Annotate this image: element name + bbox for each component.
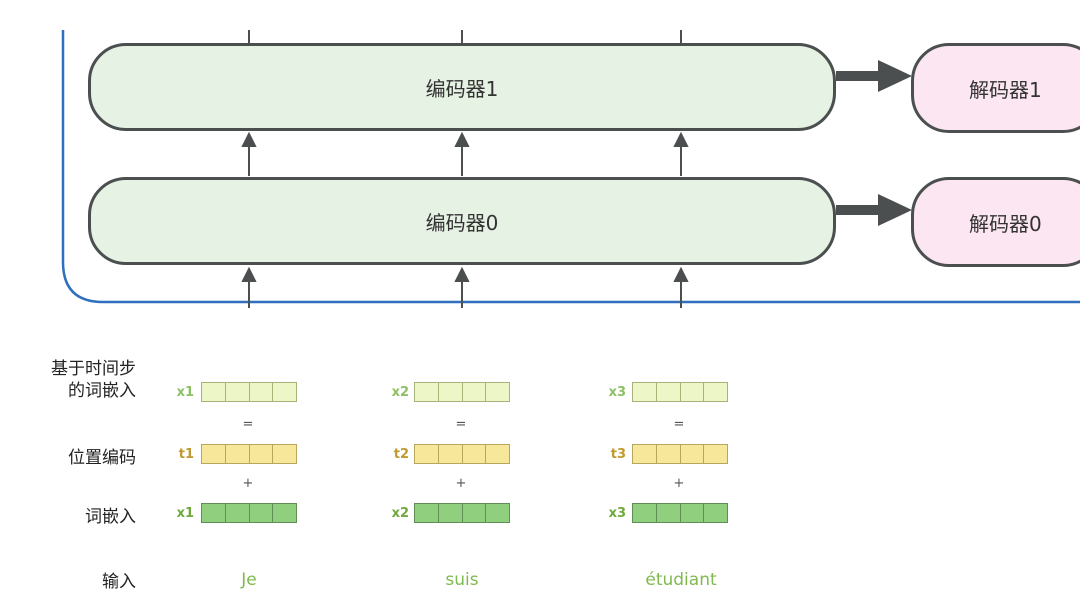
mid-arrows <box>241 131 689 176</box>
col3-time-signal-sub: x3 <box>608 385 626 400</box>
row-label-positional: 位置编码 <box>68 448 136 468</box>
col1-time-signal-vector <box>201 382 297 402</box>
col2-positional-vector <box>414 444 510 464</box>
decoder-0: 解码器0 <box>911 177 1080 267</box>
decoder-1-label: 解码器1 <box>969 77 1042 102</box>
col1-embedding-sub: x1 <box>176 506 194 521</box>
col2-embedding-vector <box>414 503 510 523</box>
col1-input-word: Je <box>241 570 257 590</box>
col2-embedding-sub: x2 <box>391 506 409 521</box>
col1-positional-sub: t1 <box>178 447 194 462</box>
enc-dec-arrows <box>836 60 912 226</box>
decoder-0-label: 解码器0 <box>969 211 1042 236</box>
row-label-embedding: 词嵌入 <box>85 507 136 527</box>
encoder-0-label: 编码器0 <box>425 210 499 235</box>
encoder-stack-frame <box>61 30 1080 304</box>
col2-input-word: suis <box>445 570 479 590</box>
col3-equals: = <box>673 417 685 432</box>
col1-equals: = <box>242 417 254 432</box>
col2-equals: = <box>455 417 467 432</box>
encoder-1-label: 编码器1 <box>425 76 499 101</box>
col3-embedding-sub: x3 <box>608 506 626 521</box>
col1-embedding-vector <box>201 503 297 523</box>
decoder-1: 解码器1 <box>911 43 1080 133</box>
col1-positional-vector <box>201 444 297 464</box>
row-label-time-signal: 基于时间步 的词嵌入 <box>51 359 136 401</box>
col2-time-signal-sub: x2 <box>391 385 409 400</box>
col2-time-signal-vector <box>414 382 510 402</box>
encoder-1: 编码器1 <box>88 43 836 131</box>
col2-positional-sub: t2 <box>393 447 409 462</box>
col3-positional-sub: t3 <box>610 447 626 462</box>
row-label-input: 输入 <box>102 572 136 592</box>
col2-plus: + <box>455 476 467 491</box>
col3-positional-vector <box>632 444 728 464</box>
col3-plus: + <box>673 476 685 491</box>
bottom-arrows <box>241 266 689 308</box>
col1-plus: + <box>242 476 254 491</box>
col3-input-word: étudiant <box>645 570 717 590</box>
col3-embedding-vector <box>632 503 728 523</box>
encoder-0: 编码器0 <box>88 177 836 265</box>
col1-time-signal-sub: x1 <box>176 385 194 400</box>
col3-time-signal-vector <box>632 382 728 402</box>
